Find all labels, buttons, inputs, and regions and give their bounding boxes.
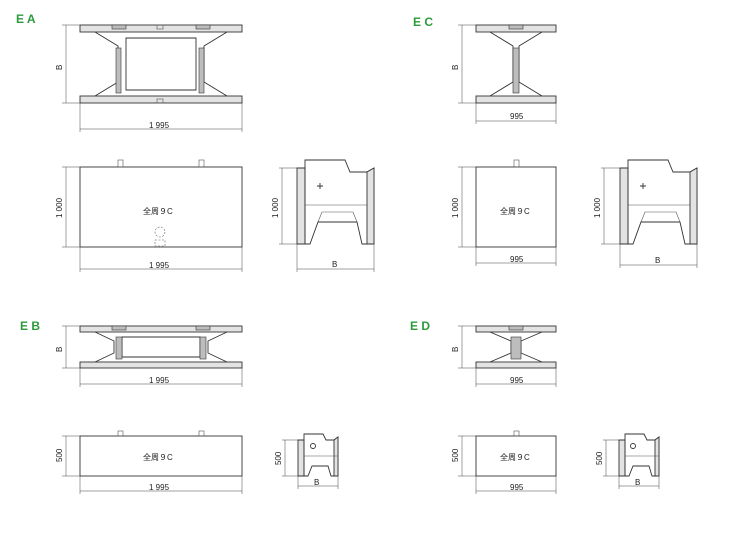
- ed-dim-b: B: [451, 347, 460, 352]
- ed-front-note: 全周９C: [500, 452, 530, 462]
- eb-side-dim-height: 500: [274, 451, 283, 465]
- ed-side-dims: 500 B: [595, 439, 660, 489]
- ed-side-dim-height: 500: [595, 451, 604, 465]
- label-eb: E B: [20, 319, 40, 333]
- ea-top-view: [79, 24, 243, 104]
- label-ec: E C: [413, 15, 433, 29]
- ec-dim-height: 1 000: [451, 197, 460, 218]
- label-ed: E D: [410, 319, 430, 333]
- ed-dim-width: 995: [510, 376, 524, 385]
- ec-side-dim-b: B: [655, 256, 660, 265]
- ed-front-view: 全周９C: [475, 430, 557, 477]
- eb-top-dims: B 1 995: [55, 325, 243, 387]
- ea-top-dims: B 1 995: [55, 24, 243, 132]
- ec-top-dims: B 995: [451, 24, 557, 124]
- ea-side-dims: 1 000 B: [271, 167, 375, 272]
- ed-front-dim-width: 995: [510, 483, 524, 492]
- ec-front-dims: 1 000 995: [451, 166, 557, 266]
- ec-side-dims: 1 000 B: [593, 167, 698, 268]
- ea-side-dim-b: B: [332, 260, 337, 269]
- label-ea: E A: [16, 12, 36, 26]
- eb-front-dims: 500 1 995: [55, 435, 243, 494]
- ed-dim-height: 500: [451, 448, 460, 462]
- ea-side-dim-height: 1 000: [271, 197, 280, 218]
- ea-dim-height: 1 000: [55, 197, 64, 218]
- ec-dim-b: B: [451, 65, 460, 70]
- ec-front-note: 全周９C: [500, 206, 530, 216]
- ec-side-view: [619, 159, 698, 245]
- ea-dim-width: 1 995: [149, 121, 170, 130]
- eb-side-view: [297, 433, 339, 477]
- ea-front-dims: 1 000 1 995: [55, 166, 243, 272]
- ed-side-hole-icon: [630, 443, 636, 449]
- eb-side-dims: 500 B: [274, 439, 339, 489]
- ec-dim-width: 995: [510, 112, 524, 121]
- ea-front-dim-width: 1 995: [149, 261, 170, 270]
- ec-front-dim-width: 995: [510, 255, 524, 264]
- ea-side-cross-icon: [317, 183, 323, 189]
- ed-front-dims: 500 995: [451, 435, 557, 494]
- ec-top-view: [475, 24, 557, 104]
- eb-front-dim-width: 1 995: [149, 483, 170, 492]
- ed-top-dims: B 995: [451, 325, 557, 387]
- ed-side-dim-b: B: [635, 478, 640, 487]
- ea-front-view: 全周９C: [79, 159, 243, 248]
- eb-front-view: 全周９C: [79, 430, 243, 477]
- ec-side-cross-icon: [640, 183, 646, 189]
- ea-side-view: [296, 159, 375, 245]
- ed-top-view: [475, 325, 557, 369]
- eb-dim-b: B: [55, 347, 64, 352]
- ec-front-view: 全周９C: [475, 159, 557, 248]
- eb-side-hole-icon: [310, 443, 316, 449]
- eb-side-dim-b: B: [314, 478, 319, 487]
- ec-side-dim-height: 1 000: [593, 197, 602, 218]
- eb-top-view: [79, 325, 243, 369]
- eb-dim-width: 1 995: [149, 376, 170, 385]
- eb-front-note: 全周９C: [143, 452, 173, 462]
- ea-dim-b: B: [55, 65, 64, 70]
- ea-front-note: 全周９C: [143, 206, 173, 216]
- ed-side-view: [618, 433, 660, 477]
- eb-dim-height: 500: [55, 448, 64, 462]
